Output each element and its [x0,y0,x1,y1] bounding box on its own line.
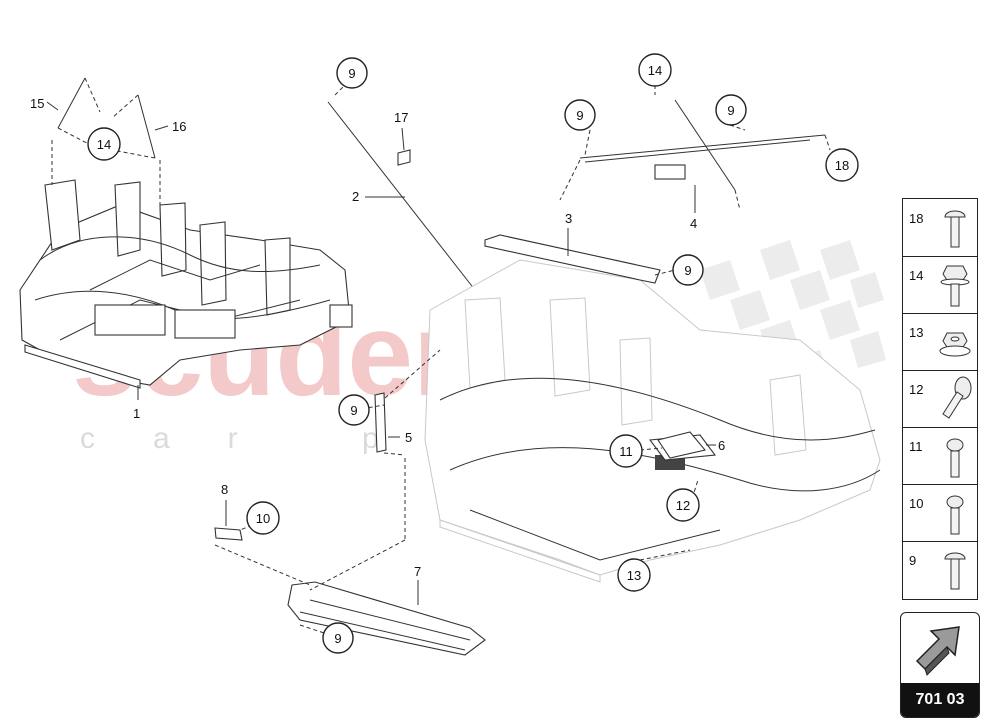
hex-flange-bolt-icon [940,265,970,307]
flat-head-bolt-icon [944,210,966,248]
svg-text:10: 10 [256,511,270,526]
callout-8: 8 [221,482,228,497]
lower-frame-7 [214,458,486,656]
front-frame-assembly [19,179,353,389]
clip-8 [214,500,243,541]
bubble-11: 11 [609,434,643,468]
legend-label: 12 [909,382,924,397]
svg-text:9: 9 [727,103,734,118]
cross-strip-3 [484,228,676,284]
svg-text:11: 11 [619,444,633,459]
bubble-9-top: 9 [336,57,368,89]
callout-bubbles: 9 9 9 9 9 9 10 11 [87,53,859,654]
callout-7: 7 [414,564,421,579]
bubble-10: 10 [246,501,280,535]
bubble-12: 12 [666,488,700,522]
callout-2: 2 [352,189,359,204]
page-reference: 701 03 [901,683,979,717]
brace-rods-15-16 [46,77,169,210]
callout-4: 4 [690,216,697,231]
svg-text:9: 9 [684,263,691,278]
svg-text:14: 14 [648,63,662,78]
svg-text:12: 12 [676,498,690,513]
bubble-14-top: 14 [638,53,672,87]
legend-label: 10 [909,496,924,511]
callout-3: 3 [565,211,572,226]
watermark-checker [700,240,886,390]
svg-text:18: 18 [835,158,849,173]
hex-socket-bolt-icon [946,438,964,478]
bubble-9-strip: 9 [672,254,704,286]
page-nav-button[interactable]: 701 03 [900,612,980,718]
bubble-9-upper-right: 9 [564,99,596,131]
legend-row-9: 9 [903,541,977,598]
bracket-5 [374,349,441,456]
legend-row-11: 11 [903,427,977,485]
svg-text:13: 13 [627,568,641,583]
bubble-13: 13 [617,558,651,592]
bubble-14-left: 14 [87,127,121,161]
arrow-up-right-icon [915,626,960,676]
callout-17: 17 [394,110,408,125]
bubble-9-brace: 9 [715,94,747,126]
svg-text:9: 9 [348,66,355,81]
bubble-9-bracket: 9 [338,394,370,426]
svg-text:14: 14 [97,137,111,152]
legend-row-18: 18 [903,199,977,257]
callout-15: 15 [30,96,44,111]
svg-text:9: 9 [334,631,341,646]
hex-socket-bolt-icon [946,495,964,535]
flange-nut-icon [939,332,971,357]
leader-lines [137,85,746,561]
legend-label: 11 [909,439,923,454]
rear-frame-assembly [424,259,881,583]
legend-row-13: 13 [903,313,977,371]
svg-text:9: 9 [350,403,357,418]
bracket-6 [657,431,716,459]
legend-row-10: 10 [903,484,977,542]
legend-row-14: 14 [903,256,977,314]
cross-brace-4 [559,99,831,213]
rivet-icon [942,376,972,419]
callout-5: 5 [405,430,412,445]
legend-row-12: 12 [903,370,977,428]
callout-6: 6 [718,438,725,453]
callout-labels: 1 2 3 4 5 6 7 8 15 16 17 [30,96,725,579]
legend-label: 18 [909,211,924,226]
fastener-legend: 18 14 13 12 11 1 [902,198,978,600]
callout-1: 1 [133,406,140,421]
legend-label: 14 [909,268,924,283]
legend-label: 13 [909,325,924,340]
flat-head-bolt-icon [944,552,966,590]
svg-text:9: 9 [576,108,583,123]
bubble-9-lower: 9 [322,622,354,654]
bubble-18: 18 [825,148,859,182]
callout-16: 16 [172,119,186,134]
legend-label: 9 [909,553,917,568]
